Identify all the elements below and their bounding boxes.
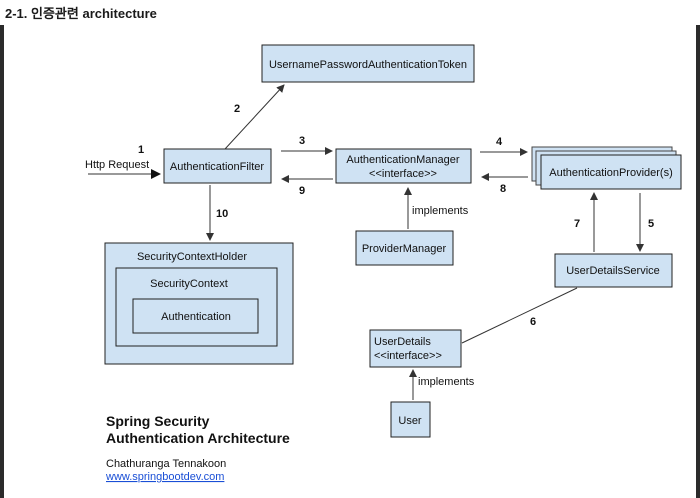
user-details-service-box: UserDetailsService	[554, 253, 673, 288]
diagram-title-line-1: Spring Security	[106, 413, 210, 429]
authentication-filter-box: AuthenticationFilter	[163, 148, 272, 184]
provider-manager-box: ProviderManager	[355, 230, 454, 266]
token-box: UsernamePasswordAuthenticationToken	[261, 44, 475, 83]
step-9: 9	[299, 185, 305, 197]
provider-manager-label: ProviderManager	[362, 243, 447, 255]
user-box: User	[390, 401, 431, 438]
user-details-box: UserDetails <<interface>>	[369, 329, 462, 368]
step-2: 2	[234, 103, 240, 115]
user-details-interface: <<interface>>	[374, 350, 442, 362]
step-3: 3	[299, 135, 305, 147]
user-label: User	[398, 415, 422, 427]
implements-label-2: implements	[418, 376, 475, 388]
user-details-service-label: UserDetailsService	[566, 265, 660, 277]
security-context-holder-box: SecurityContextHolder SecurityContext Au…	[104, 242, 294, 365]
arrow-step-6	[461, 287, 578, 344]
authentication-provider-box: AuthenticationProvider(s)	[531, 146, 682, 190]
step-8: 8	[500, 183, 506, 195]
implements-label-1: implements	[412, 205, 469, 217]
diagram-title-line-2: Authentication Architecture	[106, 430, 290, 446]
step-6: 6	[530, 316, 536, 328]
website-link: www.springbootdev.com	[105, 471, 224, 483]
authentication-manager-interface: <<interface>>	[369, 168, 437, 180]
security-context-holder-label: SecurityContextHolder	[137, 251, 247, 263]
step-5: 5	[648, 218, 654, 230]
security-context-box: SecurityContext Authentication	[115, 267, 278, 347]
step-7: 7	[574, 218, 580, 230]
authentication-filter-label: AuthenticationFilter	[170, 161, 264, 173]
user-details-label: UserDetails	[374, 336, 431, 348]
step-10: 10	[216, 208, 228, 220]
arrow-step-2	[224, 84, 285, 150]
token-label: UsernamePasswordAuthenticationToken	[269, 59, 467, 71]
authentication-manager-label: AuthenticationManager	[346, 154, 459, 166]
authentication-manager-box: AuthenticationManager <<interface>>	[335, 148, 472, 184]
author-name: Chathuranga Tennakoon	[106, 458, 226, 470]
authentication-provider-label: AuthenticationProvider(s)	[549, 167, 673, 179]
authentication-box: Authentication	[132, 298, 259, 334]
page-heading: 2-1. 인증관련 architecture	[5, 6, 157, 21]
step-4: 4	[496, 136, 503, 148]
authentication-label: Authentication	[161, 311, 231, 323]
step-1: 1	[138, 144, 144, 156]
http-request-label: Http Request	[85, 159, 149, 171]
heading-bar	[0, 0, 700, 25]
security-context-label: SecurityContext	[150, 278, 228, 290]
